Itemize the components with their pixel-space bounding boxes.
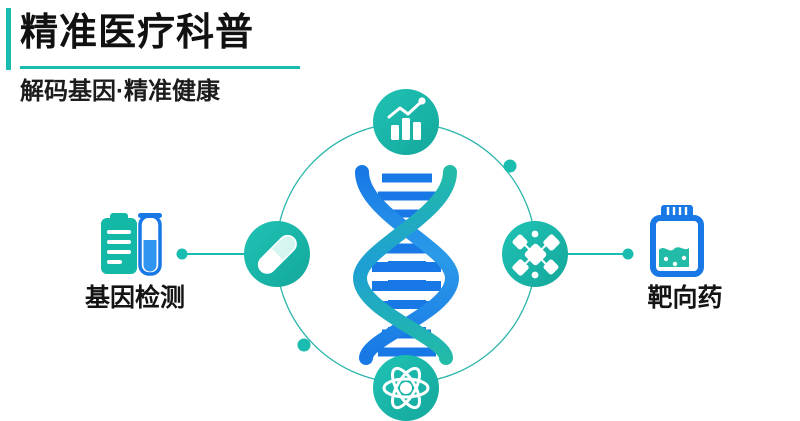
clipboard-icon	[101, 213, 137, 274]
page-title: 精准医疗科普	[20, 12, 255, 54]
gene-test-icon-group	[101, 213, 162, 276]
ring-node-atom[interactable]	[373, 355, 439, 421]
gene-test-label: 基因检测	[84, 284, 185, 312]
connector-left	[176, 248, 245, 260]
dna-strand-teal	[352, 165, 457, 365]
connector-left-dot	[176, 248, 188, 260]
test-tube-icon	[138, 213, 162, 276]
connector-right-dot	[622, 248, 634, 260]
targeted-drug-label: 靶向药	[647, 284, 723, 312]
left-accent-bar	[6, 8, 11, 70]
ring-dot-southwest	[297, 338, 311, 352]
ring-dot-northeast	[503, 159, 517, 173]
connector-right	[567, 248, 634, 260]
ring-node-molecule[interactable]	[502, 221, 568, 287]
ring-node-chart[interactable]	[373, 89, 439, 155]
molecule-cells-icon	[512, 230, 560, 279]
ring-node-pill[interactable]	[244, 221, 310, 287]
dna-double-helix-icon	[352, 165, 460, 365]
dna-strand-blue	[355, 165, 460, 365]
capsule-pill-icon	[257, 234, 297, 274]
atom-icon	[382, 366, 430, 410]
title-underline-rule	[20, 66, 300, 69]
bar-chart-trend-icon	[387, 97, 426, 140]
medicine-bottle-icon	[650, 205, 704, 277]
page-subtitle: 解码基因·精准健康	[20, 78, 220, 105]
